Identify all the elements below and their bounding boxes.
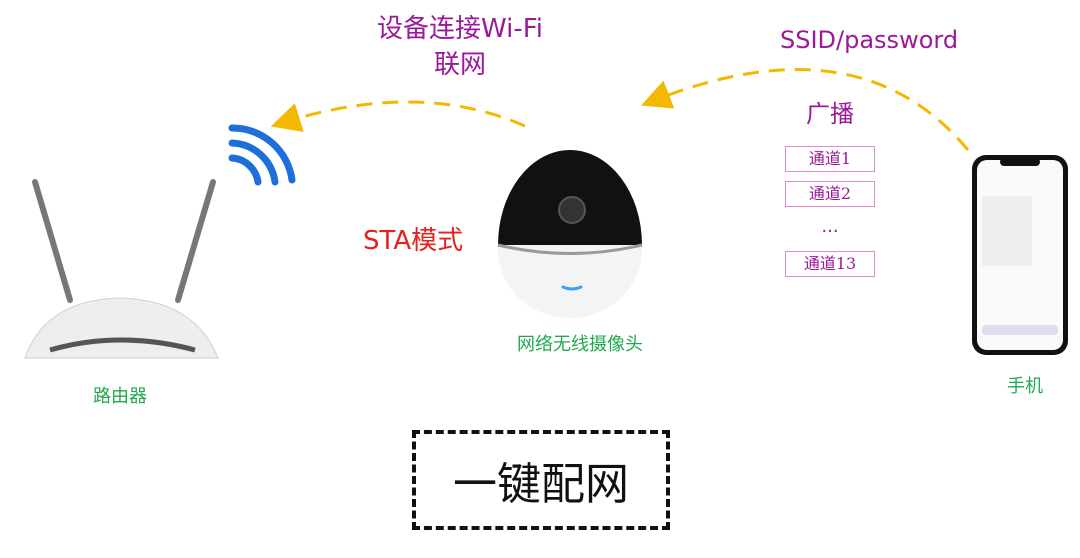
phone-label: 手机 [1007,376,1043,397]
device-connect-label: 设备连接Wi-Fi [376,14,544,44]
wifi-icon [228,124,296,186]
phone-image [972,155,1068,355]
channel-box: 通道2 [785,181,875,207]
dashed-arrow-to-router [270,100,526,132]
channel-box: 通道1 [785,146,875,172]
router-image [24,179,219,359]
camera-label: 网络无线摄像头 [517,334,643,355]
broadcast-label: 广播 [806,100,854,128]
camera-image [497,150,643,318]
device-connect-label-2: 联网 [433,50,486,80]
channel-ellipsis: ... [821,216,839,237]
router-label: 路由器 [93,386,147,407]
channel-box: 通道13 [785,251,875,277]
one-key-config-label: 一键配网 [453,459,629,510]
dashed-arrow-to-camera [641,68,970,151]
ssid-password-label: SSID/password [780,26,959,54]
one-key-config-box: 一键配网 [412,430,670,530]
sta-mode-label: STA模式 [363,226,464,256]
